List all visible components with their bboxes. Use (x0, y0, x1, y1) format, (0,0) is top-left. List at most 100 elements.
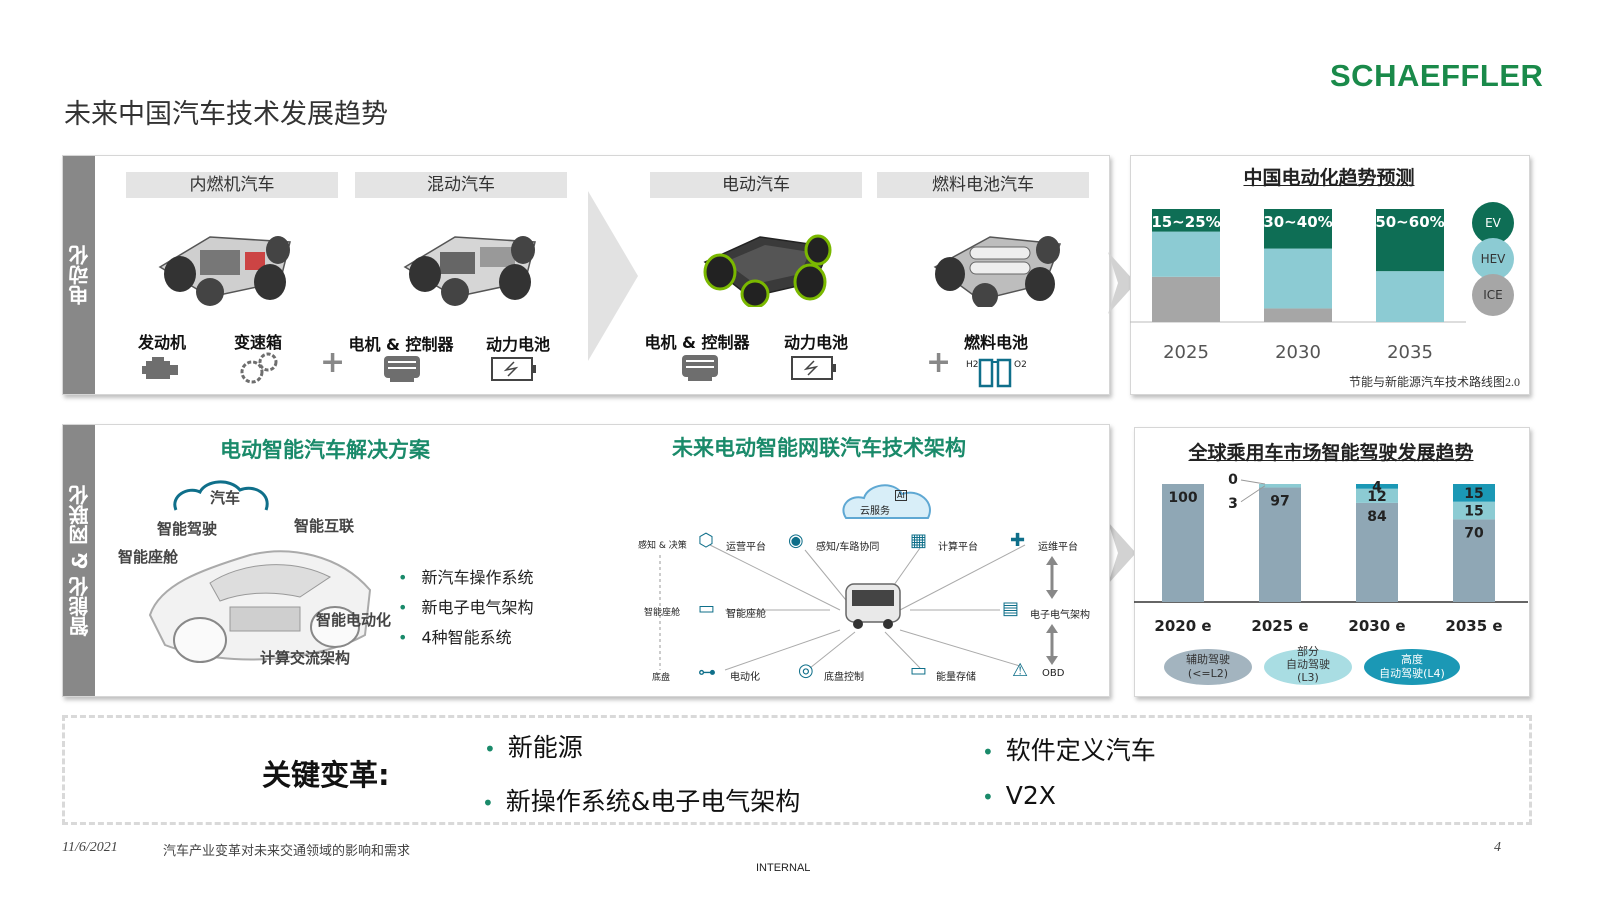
plus-sign: + (320, 345, 346, 380)
legend-hev-marker (1472, 238, 1514, 280)
label-smart-driving: 智能驾驶 (157, 520, 218, 538)
component-engine-label: 发动机 (137, 333, 186, 352)
operations-platform-label: 运营平台 (726, 542, 766, 553)
ad-legend-marker (1264, 649, 1352, 685)
category-ev: 电动汽车 (650, 172, 862, 198)
electrification-label: 电动化 (730, 672, 760, 683)
legend-ice-marker (1472, 274, 1514, 316)
plus-sign-fcev: + (926, 345, 952, 380)
intelligence-side-tab: 智能化 & 网联化 (63, 425, 95, 696)
layer-cockpit: 智能座舱 (644, 608, 681, 618)
label-compute-architecture: 计算交流架构 (260, 649, 351, 667)
cloud-service-label: 云服务 (860, 506, 890, 517)
key-change-item: 软件定义汽车 (982, 731, 1156, 767)
electrification-icon: ⊶ (698, 662, 716, 683)
ev-bar-segment-hev (1376, 271, 1444, 322)
fcev-chassis-image (933, 236, 1062, 307)
ev-bar-segment-ev (1264, 209, 1332, 249)
chevron-right-icon (1108, 522, 1136, 584)
ev-bar-label: 30~40% (1263, 213, 1332, 231)
ad-legend-marker (1364, 649, 1460, 685)
ev-battery-icon (791, 356, 836, 380)
category-ice: 内燃机汽车 (126, 172, 338, 198)
ad-bar-value-label: 15 (1464, 486, 1483, 502)
label-smart-electrification: 智能电动化 (316, 611, 392, 629)
ad-bar-segment (1356, 484, 1398, 489)
chassis-control-icon: ◎ (798, 660, 814, 681)
fuel-cell-icon: H2 O2 (966, 358, 1027, 388)
ad-x-tick-label: 2025 e (1251, 617, 1308, 635)
ev-bar-label: 15~25% (1151, 213, 1220, 231)
energy-storage-label: 能量存储 (936, 672, 976, 683)
ai-chip-icon: AI (895, 490, 907, 501)
cockpit-icon: ▭ (698, 598, 716, 619)
autonomous-vehicle-image (845, 583, 901, 629)
ev-bar-segment-hev (1152, 231, 1220, 277)
ev-x-tick-label: 2030 (1275, 342, 1321, 360)
legend-ev-label: EV (1485, 216, 1502, 230)
ev-bar-label: 50~60% (1375, 213, 1444, 231)
ad-bar-value-label: 3 (1228, 496, 1238, 512)
ad-legend-label: 高度 (1401, 652, 1423, 666)
legend-ice-label: ICE (1483, 288, 1503, 302)
key-changes-box (62, 715, 1532, 825)
ad-bar-segment (1259, 487, 1301, 602)
ad-x-tick-label: 2035 e (1445, 617, 1502, 635)
key-change-item: V2X (982, 781, 1056, 810)
component-ev-battery-label: 动力电池 (783, 333, 848, 352)
ad-bar-value-label: 15 (1464, 504, 1483, 520)
maintenance-platform-icon: ✚ (1010, 530, 1026, 551)
ad-x-tick-label: 2020 e (1154, 617, 1211, 635)
footer-subtitle: 汽车产业变革对未来交通领域的影响和需求 (163, 844, 411, 859)
compute-platform-label: 计算平台 (938, 542, 978, 553)
battery-icon (491, 357, 536, 381)
component-motor-controller-label: 电机 & 控制器 (348, 335, 454, 354)
ev-chart-source: 节能与新能源汽车技术路线图2.0 (1348, 375, 1520, 389)
legend-ev-marker (1472, 202, 1514, 244)
h2-label: H2 (966, 360, 979, 370)
ev-chassis-image (703, 234, 832, 307)
ad-bar-segment (1356, 488, 1398, 503)
chevron-right-icon (588, 191, 638, 361)
key-change-item: 新能源 (484, 728, 583, 764)
ad-bar-segment (1162, 484, 1204, 602)
layer-chassis: 底盘 (652, 673, 671, 683)
key-change-item: 新操作系统&电子电气架构 (482, 782, 801, 818)
ev-x-tick-label: 2035 (1387, 342, 1433, 360)
ad-legend-label: (L3) (1297, 671, 1319, 684)
gearbox-icon (240, 352, 278, 384)
ad-bar-segment (1453, 501, 1495, 520)
engine-icon (142, 357, 178, 379)
ad-legend-label: 自动驾驶(L4) (1379, 666, 1445, 680)
smart-car-image (148, 550, 372, 663)
cockpit-label: 智能座舱 (726, 609, 766, 620)
ev-bar-segment-ice (1264, 308, 1332, 322)
ev-bar-segment-hev (1264, 248, 1332, 309)
ad-legend-label: 部分 (1297, 644, 1319, 658)
component-fuel-cell-label: 燃料电池 (963, 333, 1028, 352)
ad-legend-label: 自动驾驶 (1286, 657, 1330, 671)
warning-icon: ⚠ (1012, 660, 1029, 681)
label-smart-cockpit: 智能座舱 (118, 548, 179, 566)
perception-v2x-label: 感知/车路协同 (816, 542, 880, 553)
ev-chart-title: 中国电动化趋势预测 (1243, 167, 1415, 189)
ev-bar-segment-ev (1152, 209, 1220, 232)
label-smart-connect: 智能互联 (294, 517, 355, 535)
ad-bar-value-label: 4 (1372, 479, 1382, 495)
architecture-diagram-lines (659, 544, 1058, 671)
ad-bar-segment (1356, 502, 1398, 602)
ad-bar-value-label: 0 (1228, 472, 1238, 488)
component-battery-label: 动力电池 (485, 335, 550, 354)
cloud-label: 汽车 (210, 489, 241, 507)
ad-bar-value-label: 70 (1464, 525, 1484, 541)
component-ev-motor-controller-label: 电机 & 控制器 (644, 333, 750, 352)
ev-bar-segment-ice (1152, 276, 1220, 322)
component-gearbox-label: 变速箱 (233, 333, 282, 352)
page-number: 4 (1494, 840, 1501, 855)
classification-label: INTERNAL (756, 862, 811, 874)
hybrid-chassis-image (403, 236, 536, 306)
ad-x-tick-label: 2030 e (1348, 617, 1405, 635)
ad-bar-value-label: 84 (1367, 509, 1387, 525)
perception-v2x-icon: ◉ (788, 530, 804, 551)
